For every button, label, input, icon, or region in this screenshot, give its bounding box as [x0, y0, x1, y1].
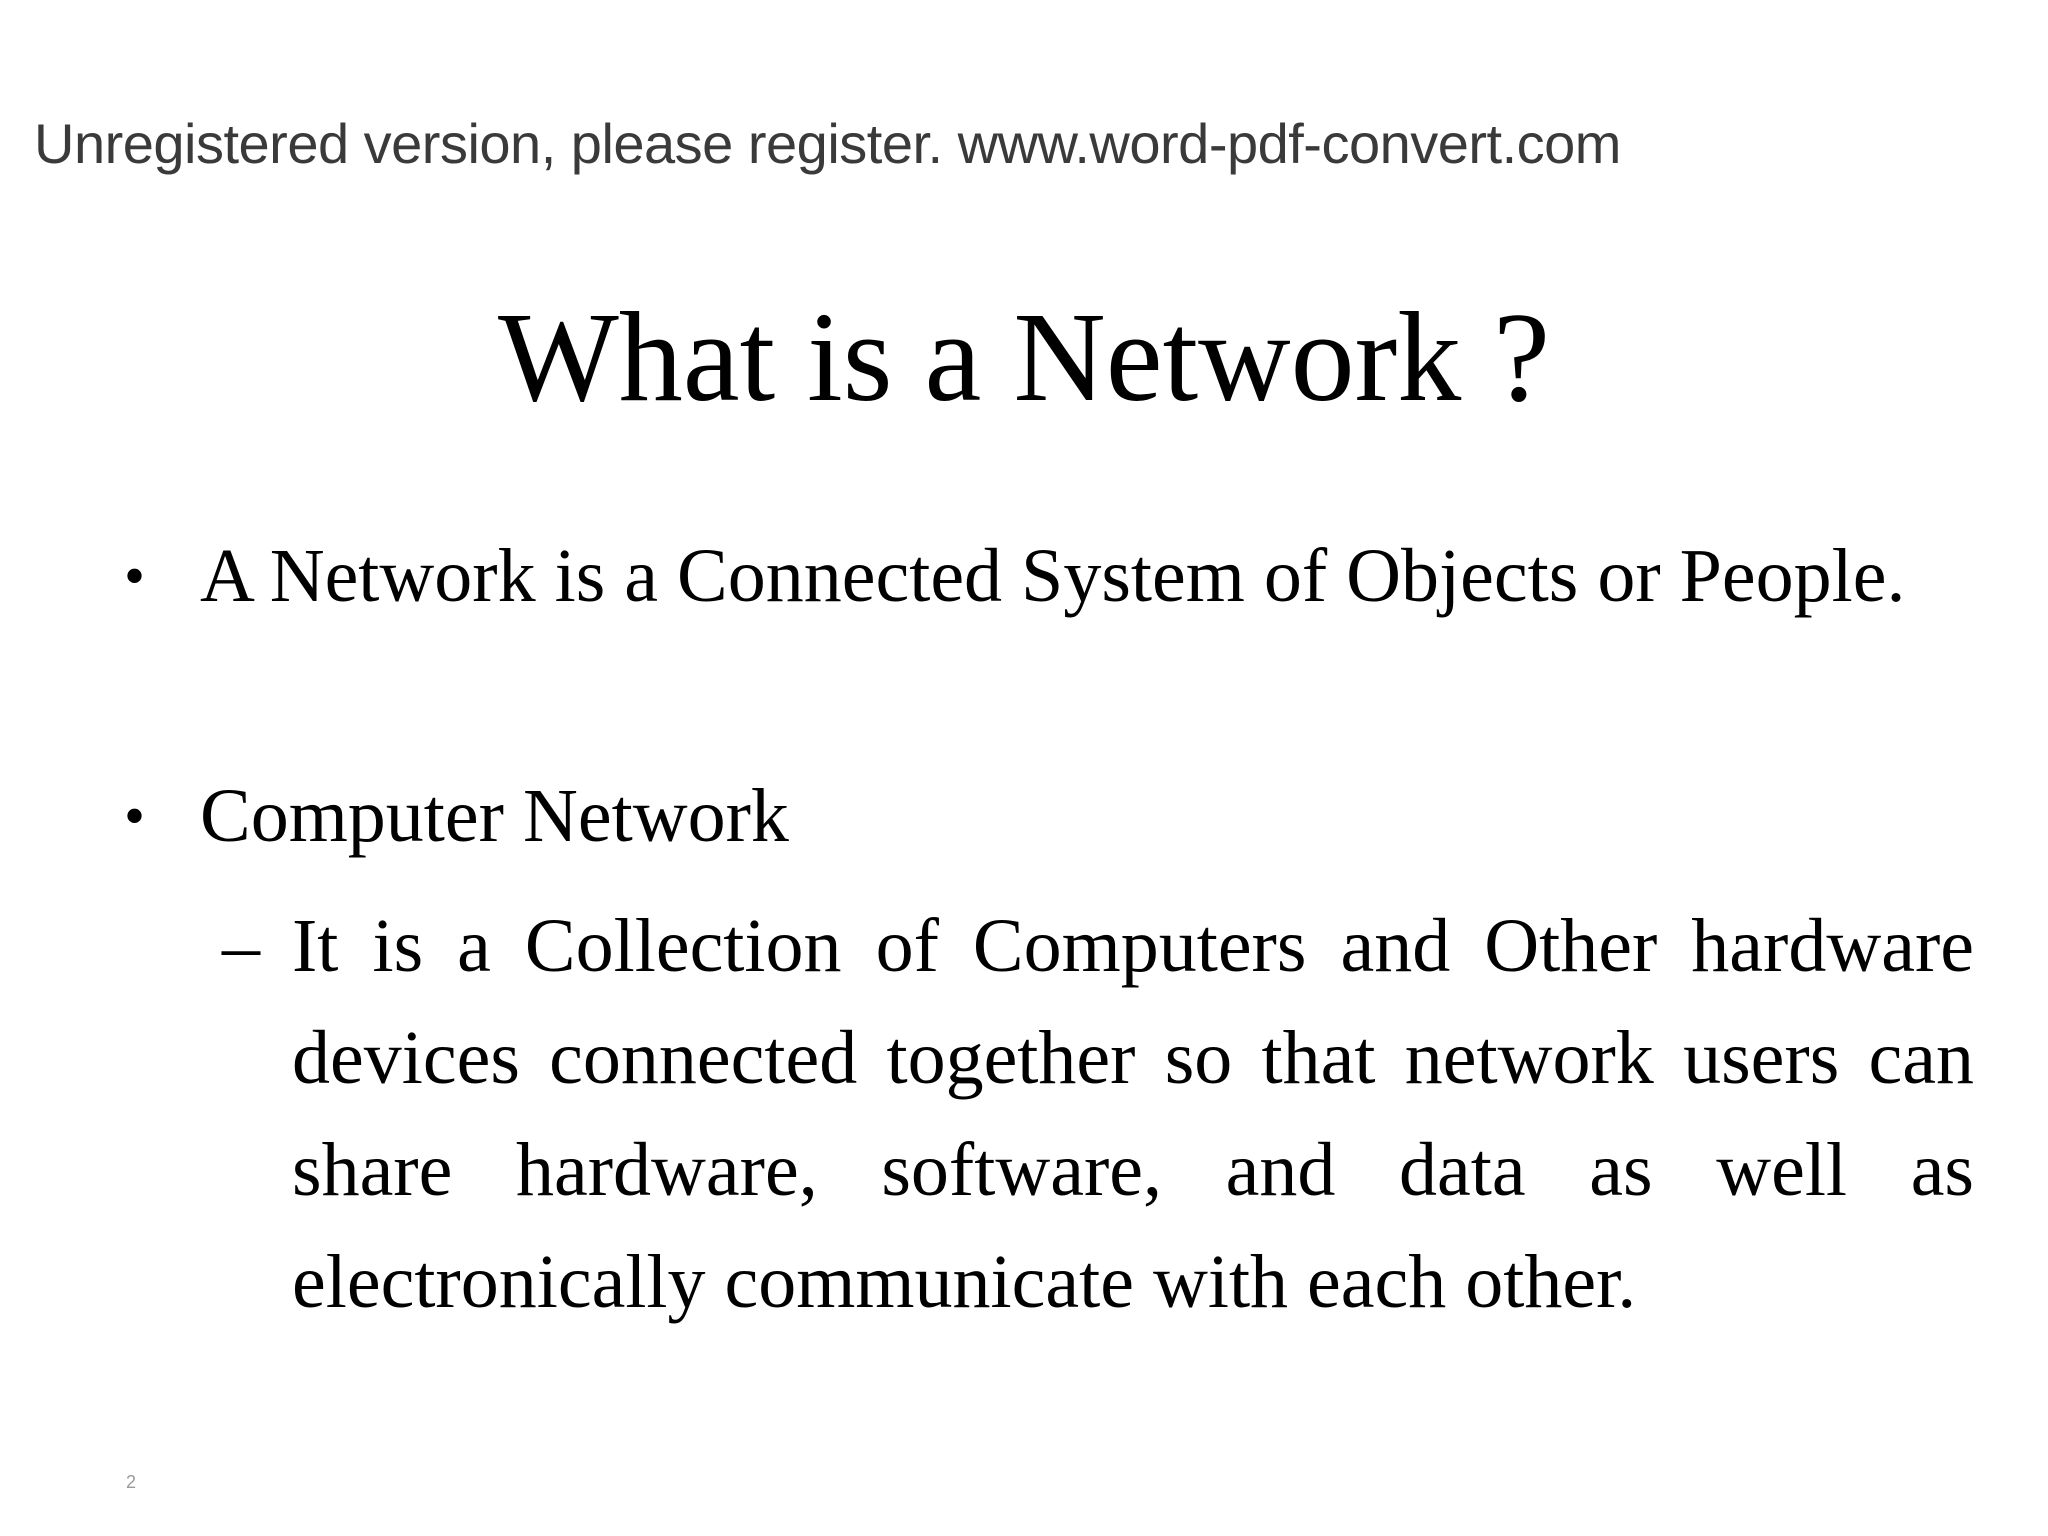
bullet-item: • A Network is a Connected System of Obj… [124, 520, 1974, 632]
bullet-marker: • [124, 783, 146, 849]
bullet-text: A Network is a Connected System of Objec… [200, 534, 1906, 618]
watermark-text: Unregistered version, please register. w… [34, 112, 1621, 175]
slide-title: What is a Network ? [497, 286, 1551, 428]
bullet-marker: • [124, 543, 146, 609]
sub-bullet-text: It is a Collection of Computers and Othe… [292, 904, 1974, 1324]
sub-bullet-item: – It is a Collection of Computers and Ot… [222, 890, 1974, 1338]
slide-number: 2 [126, 1472, 137, 1492]
sub-bullet-marker: – [222, 904, 260, 988]
bullet-item: • Computer Network [124, 760, 1974, 872]
bullet-text: Computer Network [200, 774, 789, 858]
